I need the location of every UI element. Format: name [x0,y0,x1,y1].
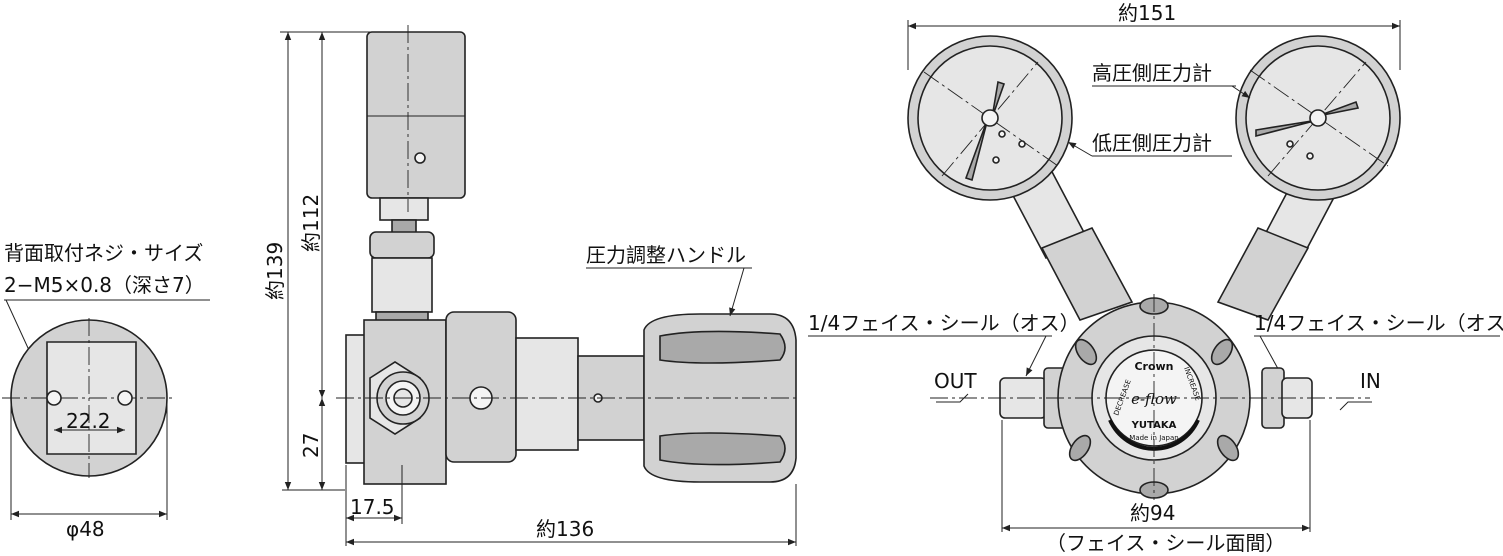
low-gauge-pivot [981,109,999,127]
mount-hole-left [46,390,62,406]
handle-leader [729,267,745,317]
side-bonnet-neck [515,337,579,451]
length-total-label: 約136 [536,517,594,541]
handle-grip-lower [659,432,786,466]
height-lower-label: 27 [299,433,323,458]
side-gauge-body [366,31,466,199]
low-gauge-dot-2 [1018,140,1026,148]
port-in-label: IN [1360,369,1381,393]
seal-left-leader [1025,335,1047,377]
high-gauge-dot-2 [1306,152,1314,160]
rear-mount-label-line2: 2−M5×0.8（深さ7） [4,273,205,297]
high-gauge-axis-1 [1249,69,1389,167]
high-gauge-dot-1 [1286,140,1294,148]
left-gauge-nut [1040,226,1134,321]
side-gauge-neck [379,197,429,221]
side-nut-upper [369,231,435,259]
port-out-label: OUT [934,369,977,393]
high-gauge-needle-a [1317,100,1360,117]
out-flow-arrow [936,393,969,403]
body-lug-right-top [1210,338,1234,366]
seal-left-label: 1/4フェイス・シール（オス） [808,311,1080,335]
offset-label: 17.5 [350,495,395,519]
high-pressure-gauge-label: 高圧側圧力計 [1092,61,1212,85]
seal-right-label: 1/4フェイス・シール（オス） [1254,311,1503,335]
high-gauge-needle-b [1255,119,1319,138]
face-width-note: （フェイス・シール面間） [1046,531,1285,555]
width-gauges-label: 約151 [1118,1,1176,25]
front-view: 約151 高圧側圧力計 低圧側圧力計 1/4フ [808,1,1503,555]
low-gauge-needle-a [991,80,1006,119]
face-width-label: 約94 [1130,501,1175,525]
high-label-leader [1231,85,1251,99]
handle-grip-upper [659,330,786,364]
body-lug-left [1068,434,1092,462]
low-gauge-dot-1 [998,130,1006,138]
in-flow-arrow [1339,401,1372,411]
mount-hole-right [117,390,133,406]
made-in-text: Made in Japan [1129,434,1178,442]
side-nut-hex [371,257,433,313]
body-lug-right [1216,434,1240,462]
body-lug-left-top [1074,338,1098,366]
rear-view: 背面取付ネジ・サイズ 2−M5×0.8（深さ7） 22.2 φ48 [2,241,210,541]
diameter-label: φ48 [66,517,105,541]
height-upper-label: 約112 [299,194,323,252]
side-gauge-screw [414,152,426,164]
low-gauge-needle-b [964,117,989,182]
side-view: 約139 約112 27 圧力調整ハンドル [263,25,800,546]
right-gauge-nut [1216,226,1310,321]
handle-label: 圧力調整ハンドル [586,243,746,267]
hole-pitch-label: 22.2 [66,409,111,433]
rear-mount-label-line1: 背面取付ネジ・サイズ [4,241,203,265]
low-pressure-gauge-label: 低圧側圧力計 [1092,131,1212,155]
height-total-label: 約139 [263,242,287,300]
low-label-leader [1067,141,1093,157]
high-gauge-pivot [1309,109,1327,127]
low-gauge-dot-3 [992,156,1000,164]
